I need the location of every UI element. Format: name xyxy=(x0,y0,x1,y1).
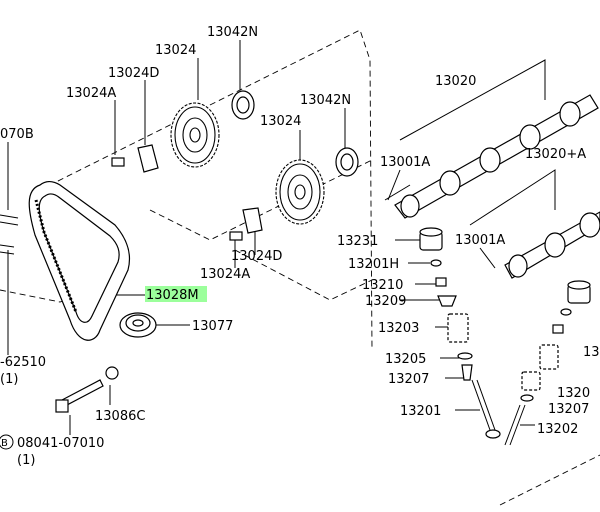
label-13028m-highlighted[interactable]: 13028M xyxy=(146,288,199,303)
label-13042n-lower[interactable]: 13042N xyxy=(300,93,351,108)
idler-bolt xyxy=(55,366,119,413)
label-13001a-upper[interactable]: 13001A xyxy=(380,155,430,170)
label-cut-13[interactable]: 13 xyxy=(583,345,600,360)
label-13001a-lower[interactable]: 13001A xyxy=(455,233,505,248)
label-13207-right[interactable]: 13207 xyxy=(548,402,589,417)
label-13024-lower[interactable]: 13024 xyxy=(260,114,301,129)
label-13205[interactable]: 13205 xyxy=(385,352,426,367)
label-13042n-upper[interactable]: 13042N xyxy=(207,25,258,40)
part-labels: 13042N 13024 13024D 13024A 070B 13042N 1… xyxy=(0,25,600,468)
camshaft-sprocket-lower xyxy=(275,159,325,225)
leader-lines xyxy=(7,40,556,435)
plate-lower xyxy=(229,207,263,241)
label-13210[interactable]: 13210 xyxy=(362,278,403,293)
label-13020a[interactable]: 13020+A xyxy=(525,147,586,162)
idler-pulley xyxy=(119,312,157,338)
label-13077[interactable]: 13077 xyxy=(192,319,233,334)
camshaft-sprocket-upper xyxy=(170,102,220,168)
label-070b[interactable]: 070B xyxy=(0,127,34,142)
valve-train-right xyxy=(504,280,591,446)
label-13201h[interactable]: 13201H xyxy=(348,257,399,272)
label-13024a-upper[interactable]: 13024A xyxy=(66,86,116,101)
camshaft-upper xyxy=(394,94,599,219)
label-13024a-lower[interactable]: 13024A xyxy=(200,267,250,282)
label-13209[interactable]: 13209 xyxy=(365,294,406,309)
oil-seal-upper xyxy=(231,90,255,120)
studs-left xyxy=(0,214,19,255)
camshaft-lower xyxy=(504,211,600,279)
label-13202[interactable]: 13202 xyxy=(537,422,578,437)
label-13207[interactable]: 13207 xyxy=(388,372,429,387)
plate-upper xyxy=(111,144,159,173)
label-13203[interactable]: 13203 xyxy=(378,321,419,336)
timing-belt xyxy=(28,181,131,341)
oil-seal-lower xyxy=(335,147,359,177)
highlight-13028m xyxy=(145,286,207,302)
bolt-symbol-circle xyxy=(0,434,14,450)
label-08041-prefix: B xyxy=(1,438,8,449)
label-13024-upper[interactable]: 13024 xyxy=(155,43,196,58)
label-08041[interactable]: 08041-07010 xyxy=(17,436,104,451)
label-62510[interactable]: -62510 xyxy=(0,355,46,370)
label-13024d-lower[interactable]: 13024D xyxy=(231,249,282,264)
label-08041-qty: (1) xyxy=(17,453,35,468)
label-62510-qty: (1) xyxy=(0,372,18,387)
label-13231[interactable]: 13231 xyxy=(337,234,378,249)
label-13086c[interactable]: 13086C xyxy=(95,409,145,424)
valve-train-left xyxy=(419,227,501,439)
label-cut-1320[interactable]: 1320 xyxy=(557,386,590,401)
label-13024d-upper[interactable]: 13024D xyxy=(108,66,159,81)
label-13201[interactable]: 13201 xyxy=(400,404,441,419)
label-13020[interactable]: 13020 xyxy=(435,74,476,89)
